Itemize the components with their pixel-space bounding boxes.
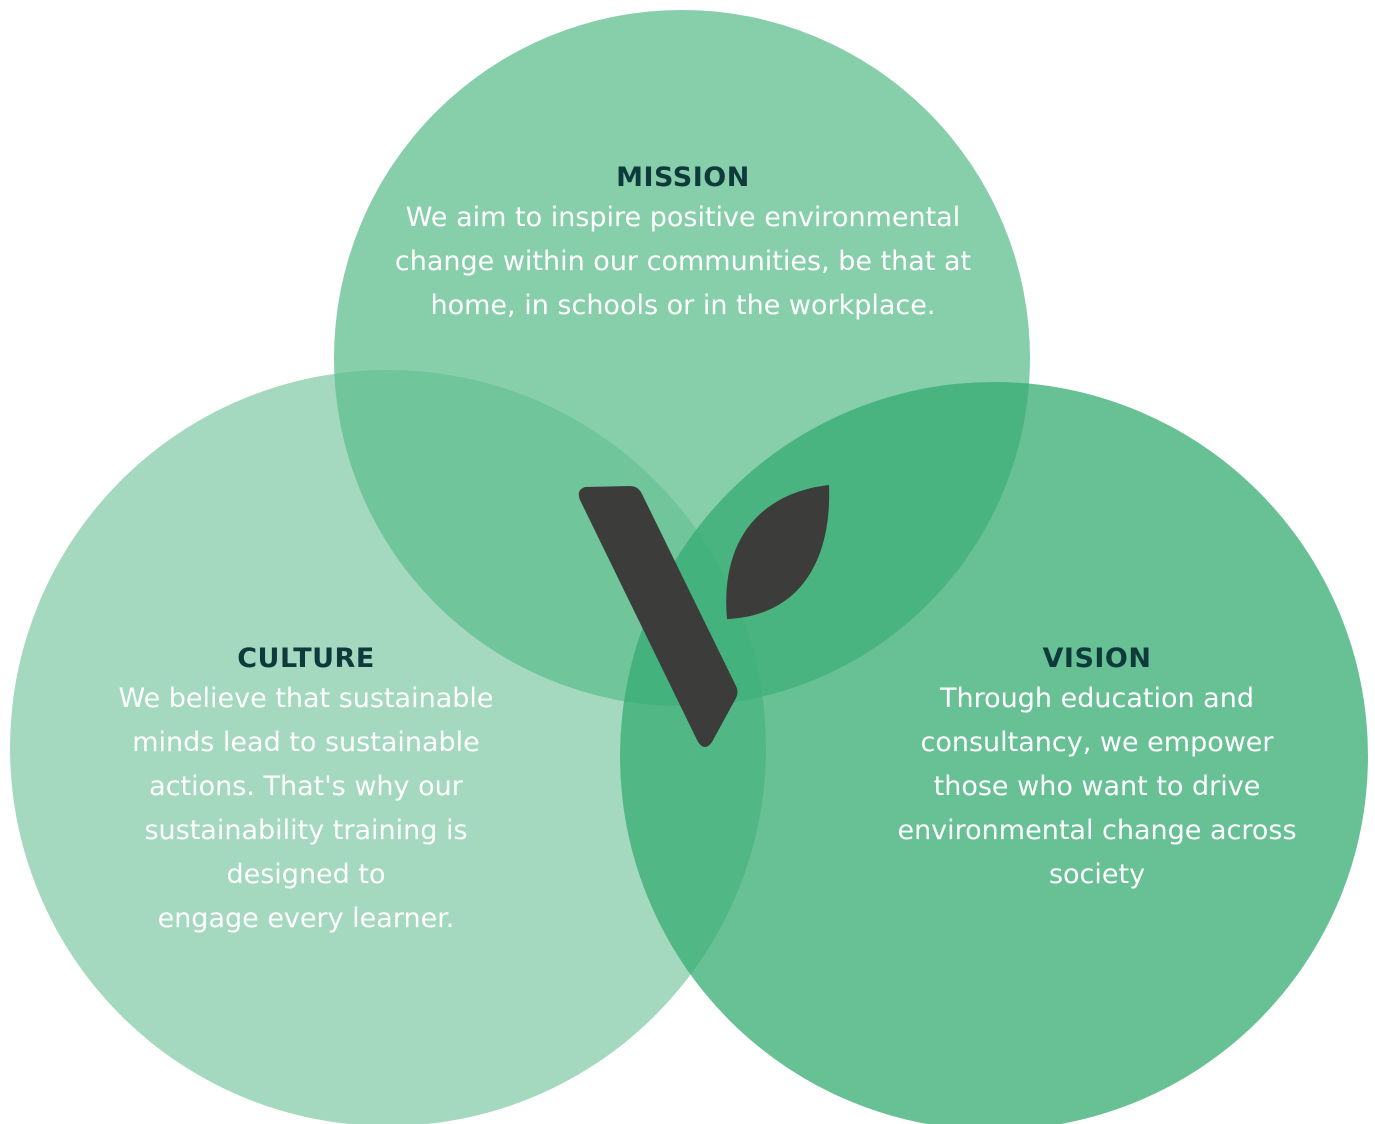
vision-line: environmental change across — [897, 815, 1297, 846]
vision-line: society — [1048, 859, 1146, 890]
leaf-shape — [726, 485, 830, 619]
mission-text-block: MISSION We aim to inspire positive envir… — [333, 160, 1033, 328]
mission-heading: MISSION — [616, 162, 750, 193]
leaf-v-logo-icon — [578, 485, 830, 747]
culture-line: minds lead to sustainable — [132, 727, 480, 758]
v-stroke-shape — [578, 486, 738, 747]
mission-line: We aim to inspire positive environmental — [405, 202, 961, 233]
culture-text-block: CULTURE We believe that sustainable mind… — [56, 641, 556, 941]
vision-line: Through education and — [940, 683, 1254, 714]
culture-heading: CULTURE — [237, 643, 375, 674]
vision-line: consultancy, we empower — [920, 727, 1274, 758]
vision-line: those who want to drive — [933, 771, 1261, 802]
culture-line: engage every learner. — [157, 903, 455, 934]
mission-line: change within our communities, be that a… — [394, 246, 972, 277]
culture-line: actions. That's why our — [149, 771, 463, 802]
mission-line: home, in schools or in the workplace. — [430, 290, 936, 321]
culture-line: designed to — [226, 859, 386, 890]
culture-line: We believe that sustainable — [118, 683, 494, 714]
culture-line: sustainability training is — [144, 815, 468, 846]
vision-heading: VISION — [1042, 643, 1152, 674]
vision-text-block: VISION Through education and consultancy… — [847, 641, 1347, 897]
